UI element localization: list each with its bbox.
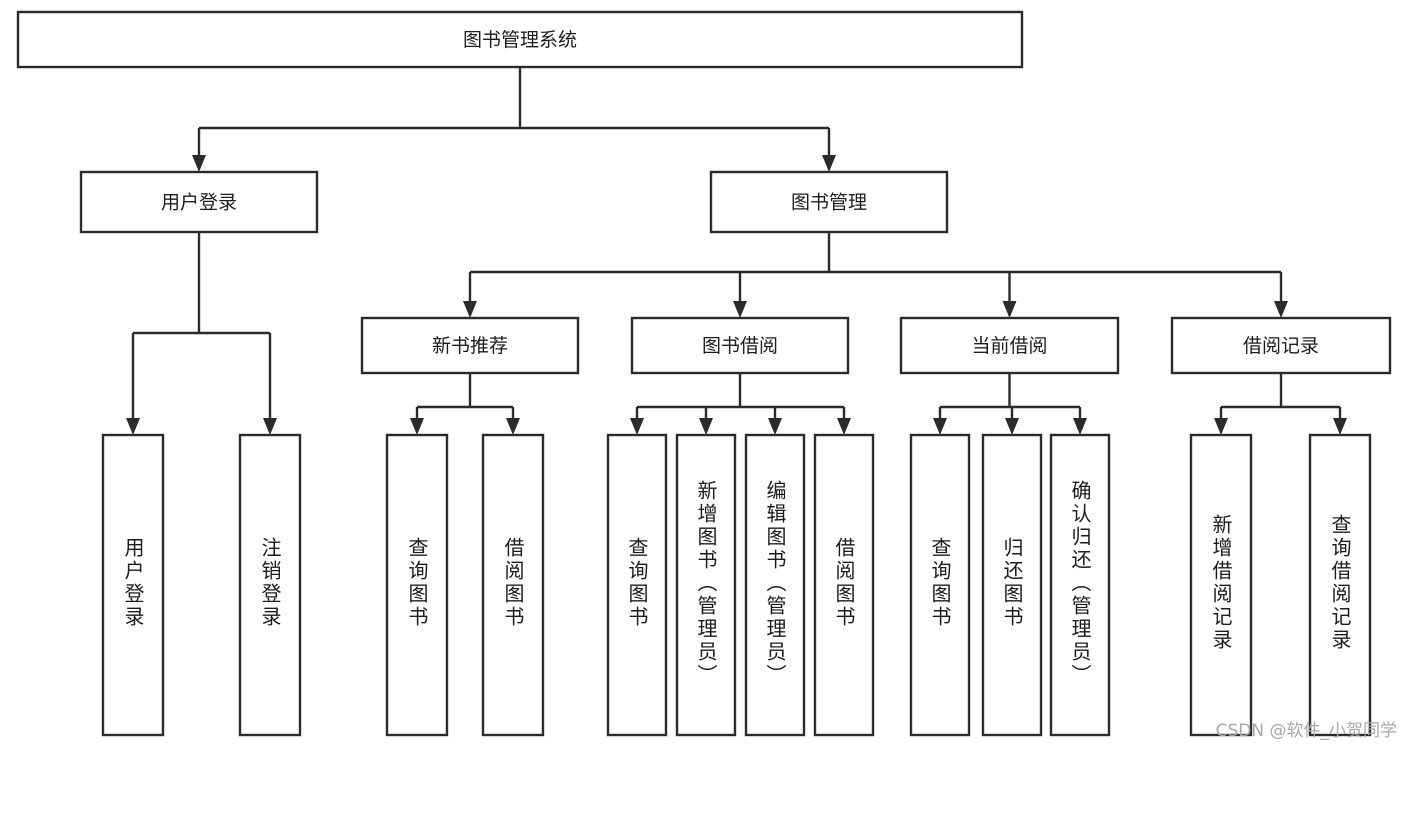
node-leaf-user-login[interactable] xyxy=(101,433,165,737)
node-leaf-add-record[interactable] xyxy=(1189,433,1253,737)
node-book-manage-label: 图书管理 xyxy=(791,192,867,214)
node-user-login[interactable] xyxy=(79,170,319,234)
node-root[interactable] xyxy=(16,10,1024,69)
arrow-head-icon-leaf-borrow-book xyxy=(837,418,851,435)
arrow-head-icon-leaf-confirm-return xyxy=(1073,418,1087,435)
arrow-head-icon-leaf-query-book xyxy=(630,418,644,435)
arrow-head-icon-leaf-add-book xyxy=(699,418,713,435)
node-leaf-confirm-return[interactable] xyxy=(1049,433,1111,737)
arrow-head-icon-current-borrow xyxy=(1002,301,1017,318)
connector-layer xyxy=(126,67,1347,435)
node-current-borrow-label: 当前借阅 xyxy=(971,335,1047,357)
node-leaf-query-book[interactable] xyxy=(606,433,668,737)
node-leaf-query-book-rec[interactable] xyxy=(385,433,449,737)
arrow-head-icon-leaf-user-login xyxy=(126,418,140,435)
node-book-manage[interactable] xyxy=(709,170,949,234)
arrow-head-icon-leaf-query-book-rec xyxy=(410,418,424,435)
node-leaf-borrow-book[interactable] xyxy=(813,433,875,737)
node-leaf-query-record[interactable] xyxy=(1308,433,1372,737)
node-leaf-add-book[interactable] xyxy=(675,433,737,737)
node-book-borrow-label: 图书借阅 xyxy=(702,335,778,357)
node-box-layer xyxy=(16,10,1392,737)
node-borrow-record-label: 借阅记录 xyxy=(1243,335,1319,357)
node-leaf-query-book-cur[interactable] xyxy=(909,433,971,737)
arrow-head-icon-leaf-query-book-cur xyxy=(933,418,947,435)
arrow-head-icon-new-book-rec xyxy=(463,301,477,318)
arrow-head-icon-leaf-edit-book xyxy=(768,418,782,435)
node-new-book-rec-label: 新书推荐 xyxy=(432,335,508,357)
node-leaf-borrow-book-rec[interactable] xyxy=(481,433,545,737)
arrow-head-icon-leaf-borrow-book-rec xyxy=(506,418,520,435)
flowchart-diagram: 图书管理系统用户登录图书管理新书推荐图书借阅当前借阅借阅记录 用户登录注销登录查… xyxy=(16,10,1397,741)
arrow-head-icon-book-borrow xyxy=(733,301,747,318)
node-current-borrow[interactable] xyxy=(899,316,1120,375)
arrow-head-icon-borrow-record xyxy=(1274,301,1288,318)
arrow-head-icon-user-login xyxy=(192,155,206,172)
node-borrow-record[interactable] xyxy=(1170,316,1392,375)
node-user-login-label: 用户登录 xyxy=(161,192,237,214)
node-leaf-return-book[interactable] xyxy=(981,433,1043,737)
arrow-head-icon-book-manage xyxy=(822,155,836,172)
node-book-borrow[interactable] xyxy=(630,316,850,375)
node-leaf-user-logout[interactable] xyxy=(238,433,302,737)
node-leaf-edit-book[interactable] xyxy=(744,433,806,737)
arrow-head-icon-leaf-add-record xyxy=(1214,418,1228,435)
node-new-book-rec[interactable] xyxy=(360,316,580,375)
arrow-head-icon-leaf-user-logout xyxy=(263,418,277,435)
node-root-label: 图书管理系统 xyxy=(463,29,577,51)
arrow-head-icon-leaf-query-record xyxy=(1333,418,1347,435)
arrow-head-icon-leaf-return-book xyxy=(1005,418,1019,435)
